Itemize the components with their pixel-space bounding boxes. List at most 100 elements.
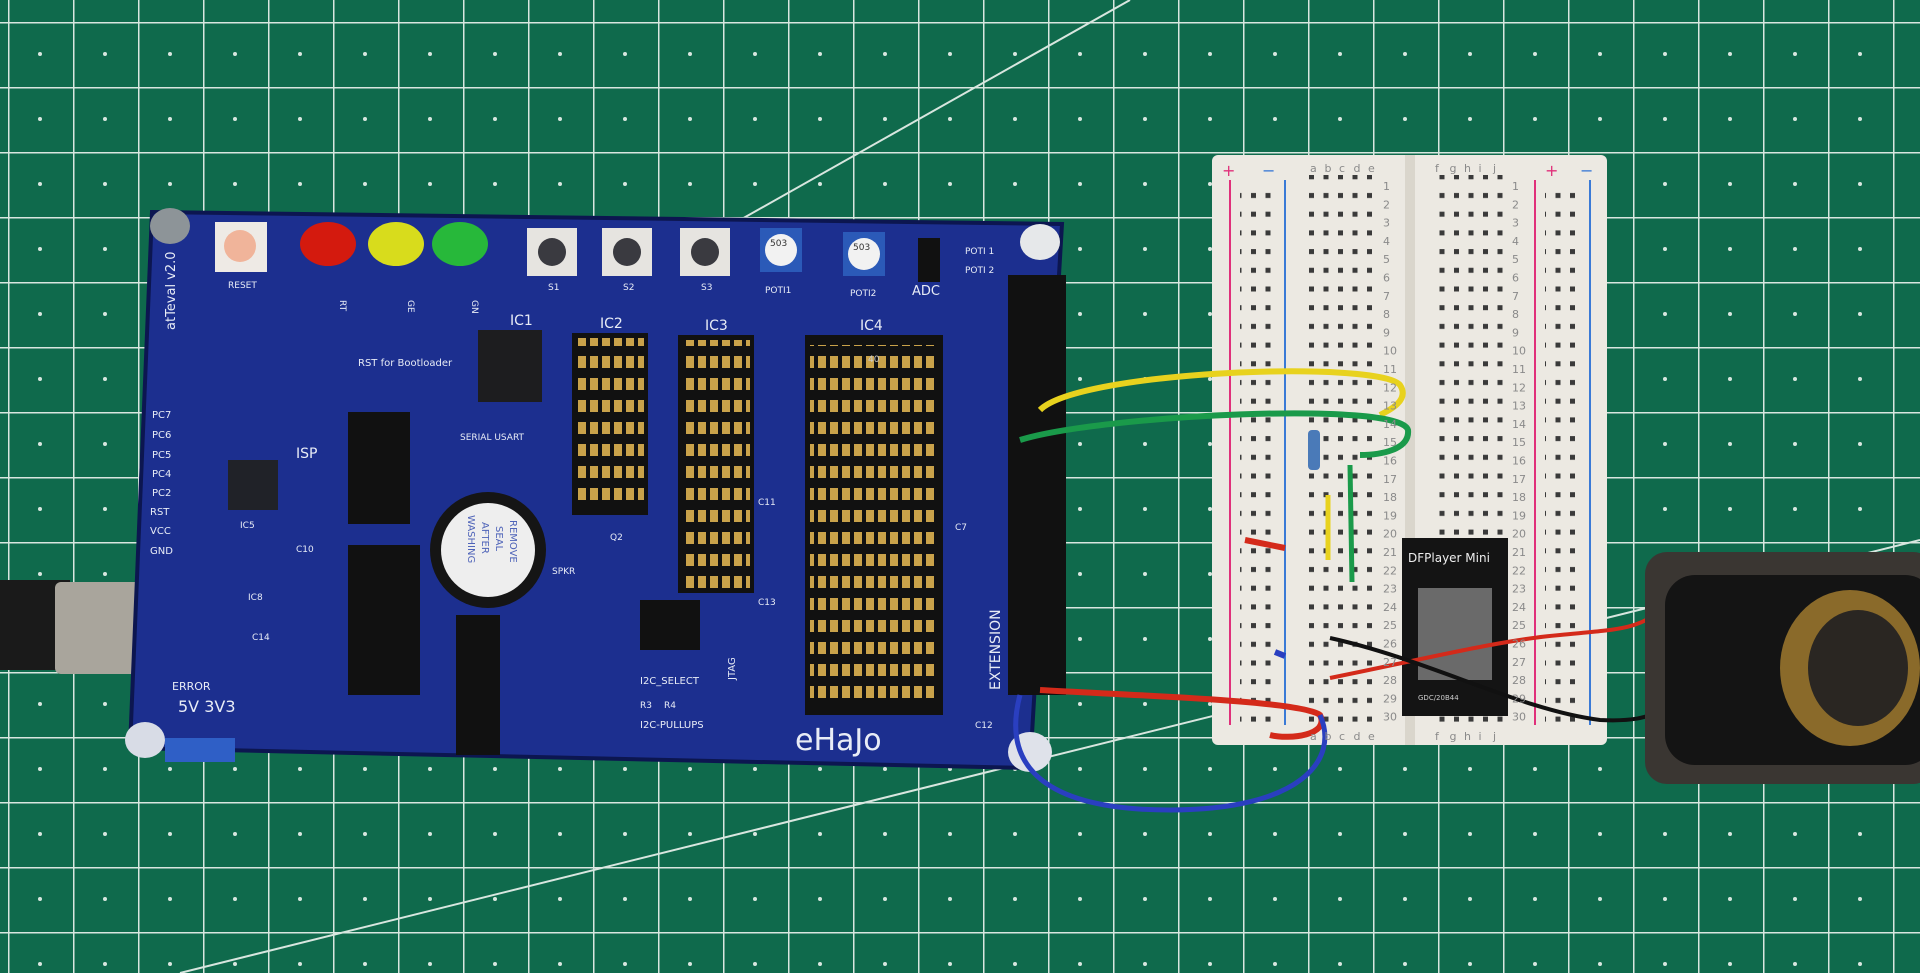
column-letter: b — [1325, 730, 1332, 743]
row-number: 10 — [1383, 345, 1397, 358]
pcb-board: RESET atTeval v2.0 RT GE GN S1 S2 S3 503… — [125, 208, 1066, 772]
isp-header — [348, 412, 410, 524]
row-number: 19 — [1512, 509, 1526, 522]
row-number: 18 — [1383, 491, 1397, 504]
plus-sign: + — [1545, 161, 1558, 180]
part-label-r4: R4 — [664, 701, 676, 711]
pin-label: VCC — [150, 526, 171, 537]
row-number: 22 — [1512, 564, 1526, 577]
button-s1[interactable] — [527, 228, 577, 276]
row-number: 15 — [1383, 436, 1397, 449]
speaker — [1645, 552, 1920, 784]
row-number: 13 — [1512, 400, 1526, 413]
row-number: 14 — [1383, 418, 1397, 431]
extension-label: EXTENSION — [988, 609, 1004, 690]
row-number: 2 — [1383, 198, 1390, 211]
row-number: 10 — [1512, 345, 1526, 358]
reset-button[interactable] — [215, 222, 267, 272]
poti2-label: POTI2 — [850, 289, 876, 299]
part-label-c12: C12 — [975, 721, 993, 731]
buzzer-text: SEAL — [493, 526, 504, 552]
row-number: 5 — [1383, 253, 1390, 266]
yellow-led — [368, 222, 424, 266]
microcontroller-chip — [228, 460, 278, 510]
row-number: 6 — [1512, 272, 1519, 285]
row-number: 1 — [1512, 180, 1519, 193]
column-letter: d — [1354, 730, 1361, 743]
row-number: 16 — [1383, 455, 1397, 468]
wire-red — [1039, 687, 1325, 740]
jumper-green-short — [1347, 464, 1355, 583]
row-number: 14 — [1512, 418, 1526, 431]
buzzer: REMOVE SEAL AFTER WASHING — [430, 492, 546, 608]
row-number: 30 — [1383, 711, 1397, 724]
row-number: 11 — [1512, 363, 1526, 376]
part-label-q2: Q2 — [610, 533, 623, 543]
row-number: 26 — [1512, 638, 1526, 651]
dfplayer-label: DFPlayer Mini — [1408, 551, 1490, 565]
wire-yellow — [1037, 368, 1406, 418]
row-number: 25 — [1383, 619, 1397, 632]
row-number: 25 — [1512, 619, 1526, 632]
rail-holes — [1545, 180, 1581, 725]
minus-sign: − — [1262, 161, 1275, 180]
row-number: 21 — [1383, 546, 1397, 559]
ic2-socket-pins — [576, 338, 644, 510]
potentiometer-1[interactable]: 503 — [760, 228, 802, 272]
potentiometer-2[interactable]: 503 — [843, 232, 885, 276]
row-number: 24 — [1383, 601, 1397, 614]
wire-green — [1019, 410, 1411, 458]
row-number: 27 — [1512, 656, 1526, 669]
i2c-jumper[interactable] — [640, 600, 700, 650]
column-letter: c — [1339, 162, 1345, 175]
row-number: 21 — [1512, 546, 1526, 559]
rail-holes — [1240, 180, 1276, 725]
error-label: ERROR — [172, 680, 211, 693]
pin-labels: PC7 PC6 PC5 PC4 PC2 RST VCC GND — [150, 410, 173, 557]
pin-label: GND — [150, 546, 173, 557]
ic1-label: IC1 — [510, 313, 533, 329]
ic3-label: IC3 — [705, 318, 728, 334]
pin-label: PC7 — [152, 410, 171, 421]
row-number: 7 — [1383, 290, 1390, 303]
ic2-label: IC2 — [600, 316, 623, 332]
row-number: 16 — [1512, 455, 1526, 468]
isp-label: ISP — [296, 446, 317, 462]
ic3-socket-pins — [682, 340, 750, 588]
button-s3[interactable] — [680, 228, 730, 276]
minus-sign: − — [1580, 161, 1593, 180]
part-label-c10: C10 — [296, 545, 314, 555]
standoff — [150, 208, 190, 244]
i2c-pullups-label: I2C-PULLUPS — [640, 720, 704, 731]
column-letter: f — [1435, 730, 1440, 743]
part-label-c14: C14 — [252, 633, 270, 643]
part-label-c7: C7 — [955, 523, 967, 533]
poti1-label: POTI1 — [765, 286, 791, 296]
voltage-switch[interactable] — [165, 738, 235, 762]
i2c-select-label: I2C_SELECT — [640, 676, 700, 687]
part-label-r3: R3 — [640, 701, 652, 711]
standoff — [1020, 224, 1060, 260]
resistor — [1308, 430, 1320, 470]
part-labels: C11 C7 C13 C12 IC8 IC5 C10 C14 Q2 SPKR R… — [240, 498, 993, 731]
part-label-ic8: IC8 — [248, 593, 263, 603]
dfplayer-code: GDC/20B44 — [1418, 694, 1459, 702]
pot-value: 503 — [853, 243, 870, 253]
s2-label: S2 — [623, 283, 634, 293]
s3-label: S3 — [701, 283, 712, 293]
version-label: atTeval v2.0 — [164, 251, 179, 330]
column-letter: i — [1479, 162, 1482, 175]
extension-header[interactable] — [1008, 275, 1066, 695]
ic4-socket-pins — [810, 345, 938, 705]
column-letter: a — [1310, 162, 1317, 175]
ic1-socket — [478, 330, 542, 402]
row-number: 29 — [1383, 692, 1397, 705]
button-s2[interactable] — [602, 228, 652, 276]
row-number: 28 — [1512, 674, 1526, 687]
row-number: 17 — [1512, 473, 1526, 486]
row-number: 11 — [1383, 363, 1397, 376]
row-number: 3 — [1512, 217, 1519, 230]
row-number: 9 — [1383, 326, 1390, 339]
